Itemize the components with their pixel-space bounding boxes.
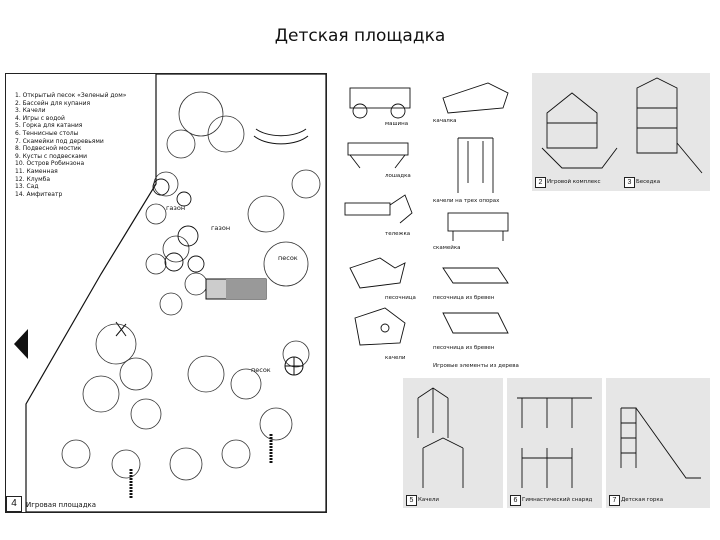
plan-legend: 1. Открытый песок «Зеленый дом»2. Бассей… xyxy=(15,92,126,198)
slide-panel: 7 Детская горка xyxy=(606,378,710,508)
swings-drawing xyxy=(417,387,464,488)
legend-item: 12. Клумба xyxy=(15,175,50,183)
panel7-number: 7 xyxy=(609,495,620,506)
towers-panel: 2 Игровой комплекс 3 Беседка xyxy=(532,73,710,191)
element-caption-2: качели на трех опорах xyxy=(433,198,500,204)
label-sand-2: песок xyxy=(251,366,271,374)
element-caption-4: песочница из бревен xyxy=(433,295,495,301)
legend-item: 6. Теннисные столы xyxy=(15,129,79,137)
elements-drawing xyxy=(442,82,509,334)
towers-caption-b: Беседка xyxy=(636,179,661,185)
legend-item: 8. Подвесной мостик xyxy=(15,145,82,153)
toy-caption-1: машина xyxy=(385,121,409,127)
page-title: Детская площадка xyxy=(274,26,446,46)
element-caption-1: качалка xyxy=(433,118,457,124)
element-caption-3: скамейка xyxy=(433,245,461,251)
legend-item: 3. Качели xyxy=(15,107,46,115)
panel7-caption: Детская горка xyxy=(621,497,664,503)
towers-number-a: 2 xyxy=(535,177,546,188)
legend-item: 11. Каменная xyxy=(15,167,58,175)
elements-bottom-caption: Игровые элементы из дерева xyxy=(433,363,519,369)
label-sand: песок xyxy=(278,254,298,262)
panel5-caption: Качели xyxy=(418,497,439,503)
toy-caption-4: песочница xyxy=(385,295,416,301)
gym-drawing xyxy=(517,397,592,488)
playground-plan-panel: 1. Открытый песок «Зеленый дом»2. Бассей… xyxy=(5,73,327,513)
toys-drawing xyxy=(344,87,413,346)
panel6-caption: Гимнастический снаряд xyxy=(522,497,593,503)
legend-item: 10. Остров Робинзона xyxy=(15,160,85,168)
legend-item: 1. Открытый песок «Зеленый дом» xyxy=(15,92,127,99)
toy-caption-2: лошадка xyxy=(385,173,411,179)
towers-caption-a: Игровой комплекс xyxy=(547,179,601,185)
wooden-elements-panel: качалка качели на трех опорах скамейка п… xyxy=(428,73,528,373)
plan-drawing xyxy=(14,74,326,512)
label-lawn-2: газон xyxy=(166,204,186,212)
label-lawn: газон xyxy=(211,224,231,232)
panel6-number: 6 xyxy=(510,495,521,506)
legend-item: 7. Скамейки под деревьями xyxy=(15,137,104,145)
plan-caption: Игровая площадка xyxy=(26,501,97,509)
panel5-number: 5 xyxy=(406,495,417,506)
gym-panel: 6 Гимнастический снаряд xyxy=(507,378,602,508)
legend-item: 14. Амфитеатр xyxy=(15,190,63,198)
towers-drawing xyxy=(541,77,703,174)
plan-number: 4 xyxy=(6,496,22,512)
slide-drawing xyxy=(620,407,701,479)
legend-item: 13. Сад xyxy=(15,183,39,191)
legend-item: 9. Кусты с подвесками xyxy=(15,152,88,160)
toy-caption-3: тележка xyxy=(385,231,411,237)
legend-item: 5. Горка для катания xyxy=(15,122,83,130)
legend-item: 2. Бассейн для купания xyxy=(15,99,91,107)
swings-panel: 5 Качели xyxy=(403,378,503,508)
towers-number-b: 3 xyxy=(624,177,635,188)
wooden-toys-panel: машина лошадка тележка песочница качели xyxy=(330,73,425,373)
legend-item: 4. Игры с водой xyxy=(15,114,65,122)
element-caption-5: песочница из бревен xyxy=(433,345,495,351)
toy-caption-5: качели xyxy=(385,355,406,361)
